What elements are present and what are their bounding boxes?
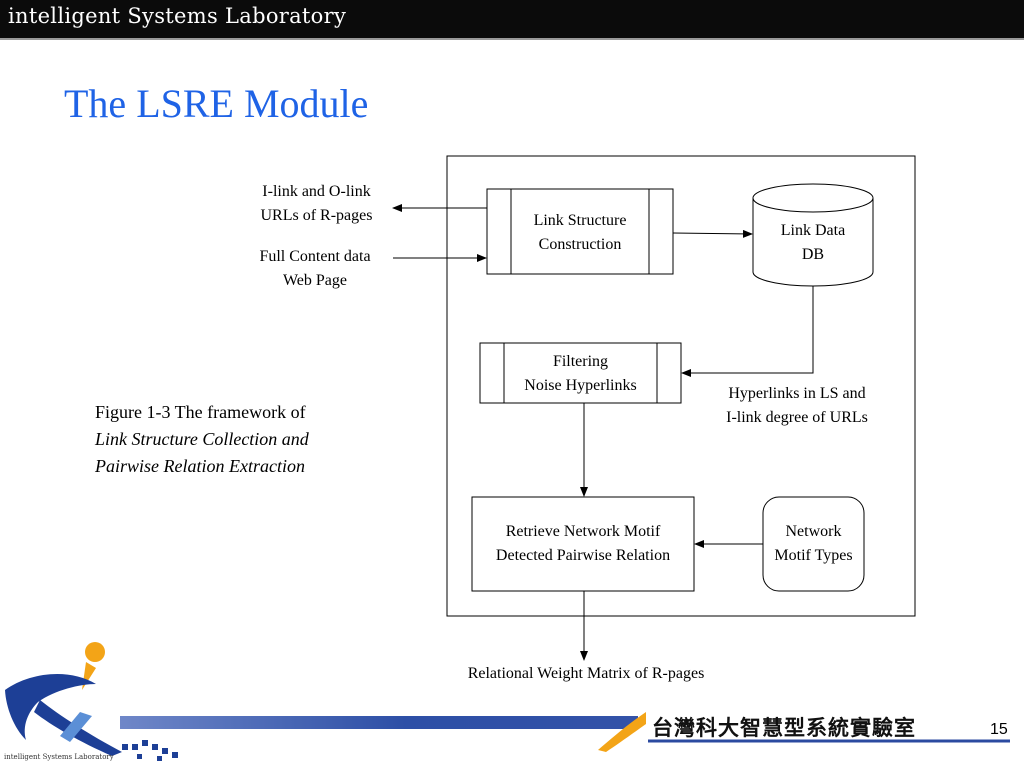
outlinks-label-line2: URLs of R-pages	[260, 207, 373, 224]
footer-bar	[120, 716, 638, 729]
retrieve-box	[471, 496, 695, 592]
link-data-db-line2: DB	[801, 246, 825, 263]
filtering-line1: Filtering	[552, 353, 609, 370]
link-data-db-line1: Link Data	[780, 222, 846, 239]
link-structure-line1: Link Structure	[533, 212, 627, 229]
outlinks-label-line1: I-link and O-link	[262, 183, 371, 200]
header-bar: intelligent Systems Laboratory	[0, 0, 1024, 40]
content-label-line1: Full Content data	[259, 248, 371, 265]
content-label-line2: Web Page	[282, 272, 348, 289]
db-to-filter-line1: Hyperlinks in LS and	[728, 385, 866, 402]
filtering-label: Filtering Noise Hyperlinks	[504, 350, 657, 398]
module-frame	[446, 155, 916, 617]
motif-types-line2: Motif Types	[774, 547, 853, 564]
caption-line3: Pairwise Relation Extraction	[95, 456, 305, 476]
link-structure-box	[486, 188, 674, 275]
content-label: Full Content data Web Page	[240, 245, 390, 293]
retrieve-line2: Detected Pairwise Relation	[495, 547, 671, 564]
arrow-to-db	[672, 229, 753, 238]
filtering-box	[479, 342, 682, 404]
outlinks-label: I-link and O-link URLs of R-pages	[243, 180, 390, 228]
figure-caption: Figure 1-3 The framework of Link Structu…	[95, 399, 309, 480]
db-to-filter-label: Hyperlinks in LS and I-link degree of UR…	[694, 382, 900, 430]
db-to-filter-line2: I-link degree of URLs	[726, 409, 868, 426]
retrieve-label: Retrieve Network Motif Detected Pairwise…	[472, 520, 694, 568]
motif-types-line1: Network	[785, 523, 842, 540]
link-data-db-cylinder	[752, 183, 874, 287]
footer-swoosh	[598, 712, 646, 752]
institution-name: 台灣科大智慧型系統實驗室	[652, 716, 916, 740]
retrieve-line1: Retrieve Network Motif	[505, 523, 661, 540]
lab-name: intelligent Systems Laboratory	[8, 4, 347, 28]
footer-logo	[5, 642, 178, 761]
caption-line2: Link Structure Collection and	[95, 429, 309, 449]
motif-types-label: Network Motif Types	[763, 520, 864, 568]
filtering-line2: Noise Hyperlinks	[524, 377, 637, 394]
output-label: Relational Weight Matrix of R-pages	[467, 665, 705, 682]
caption-line1: Figure 1-3 The framework of	[95, 402, 306, 422]
link-data-db-label: Link Data DB	[753, 219, 873, 267]
slide-title: The LSRE Module	[64, 81, 369, 126]
link-structure-line2: Construction	[538, 236, 622, 253]
logo-text: intelligent Systems Laboratory	[4, 753, 114, 761]
arrow-db-to-filter	[681, 286, 814, 377]
page-number: 15	[990, 721, 1008, 738]
link-structure-label: Link Structure Construction	[511, 209, 649, 257]
